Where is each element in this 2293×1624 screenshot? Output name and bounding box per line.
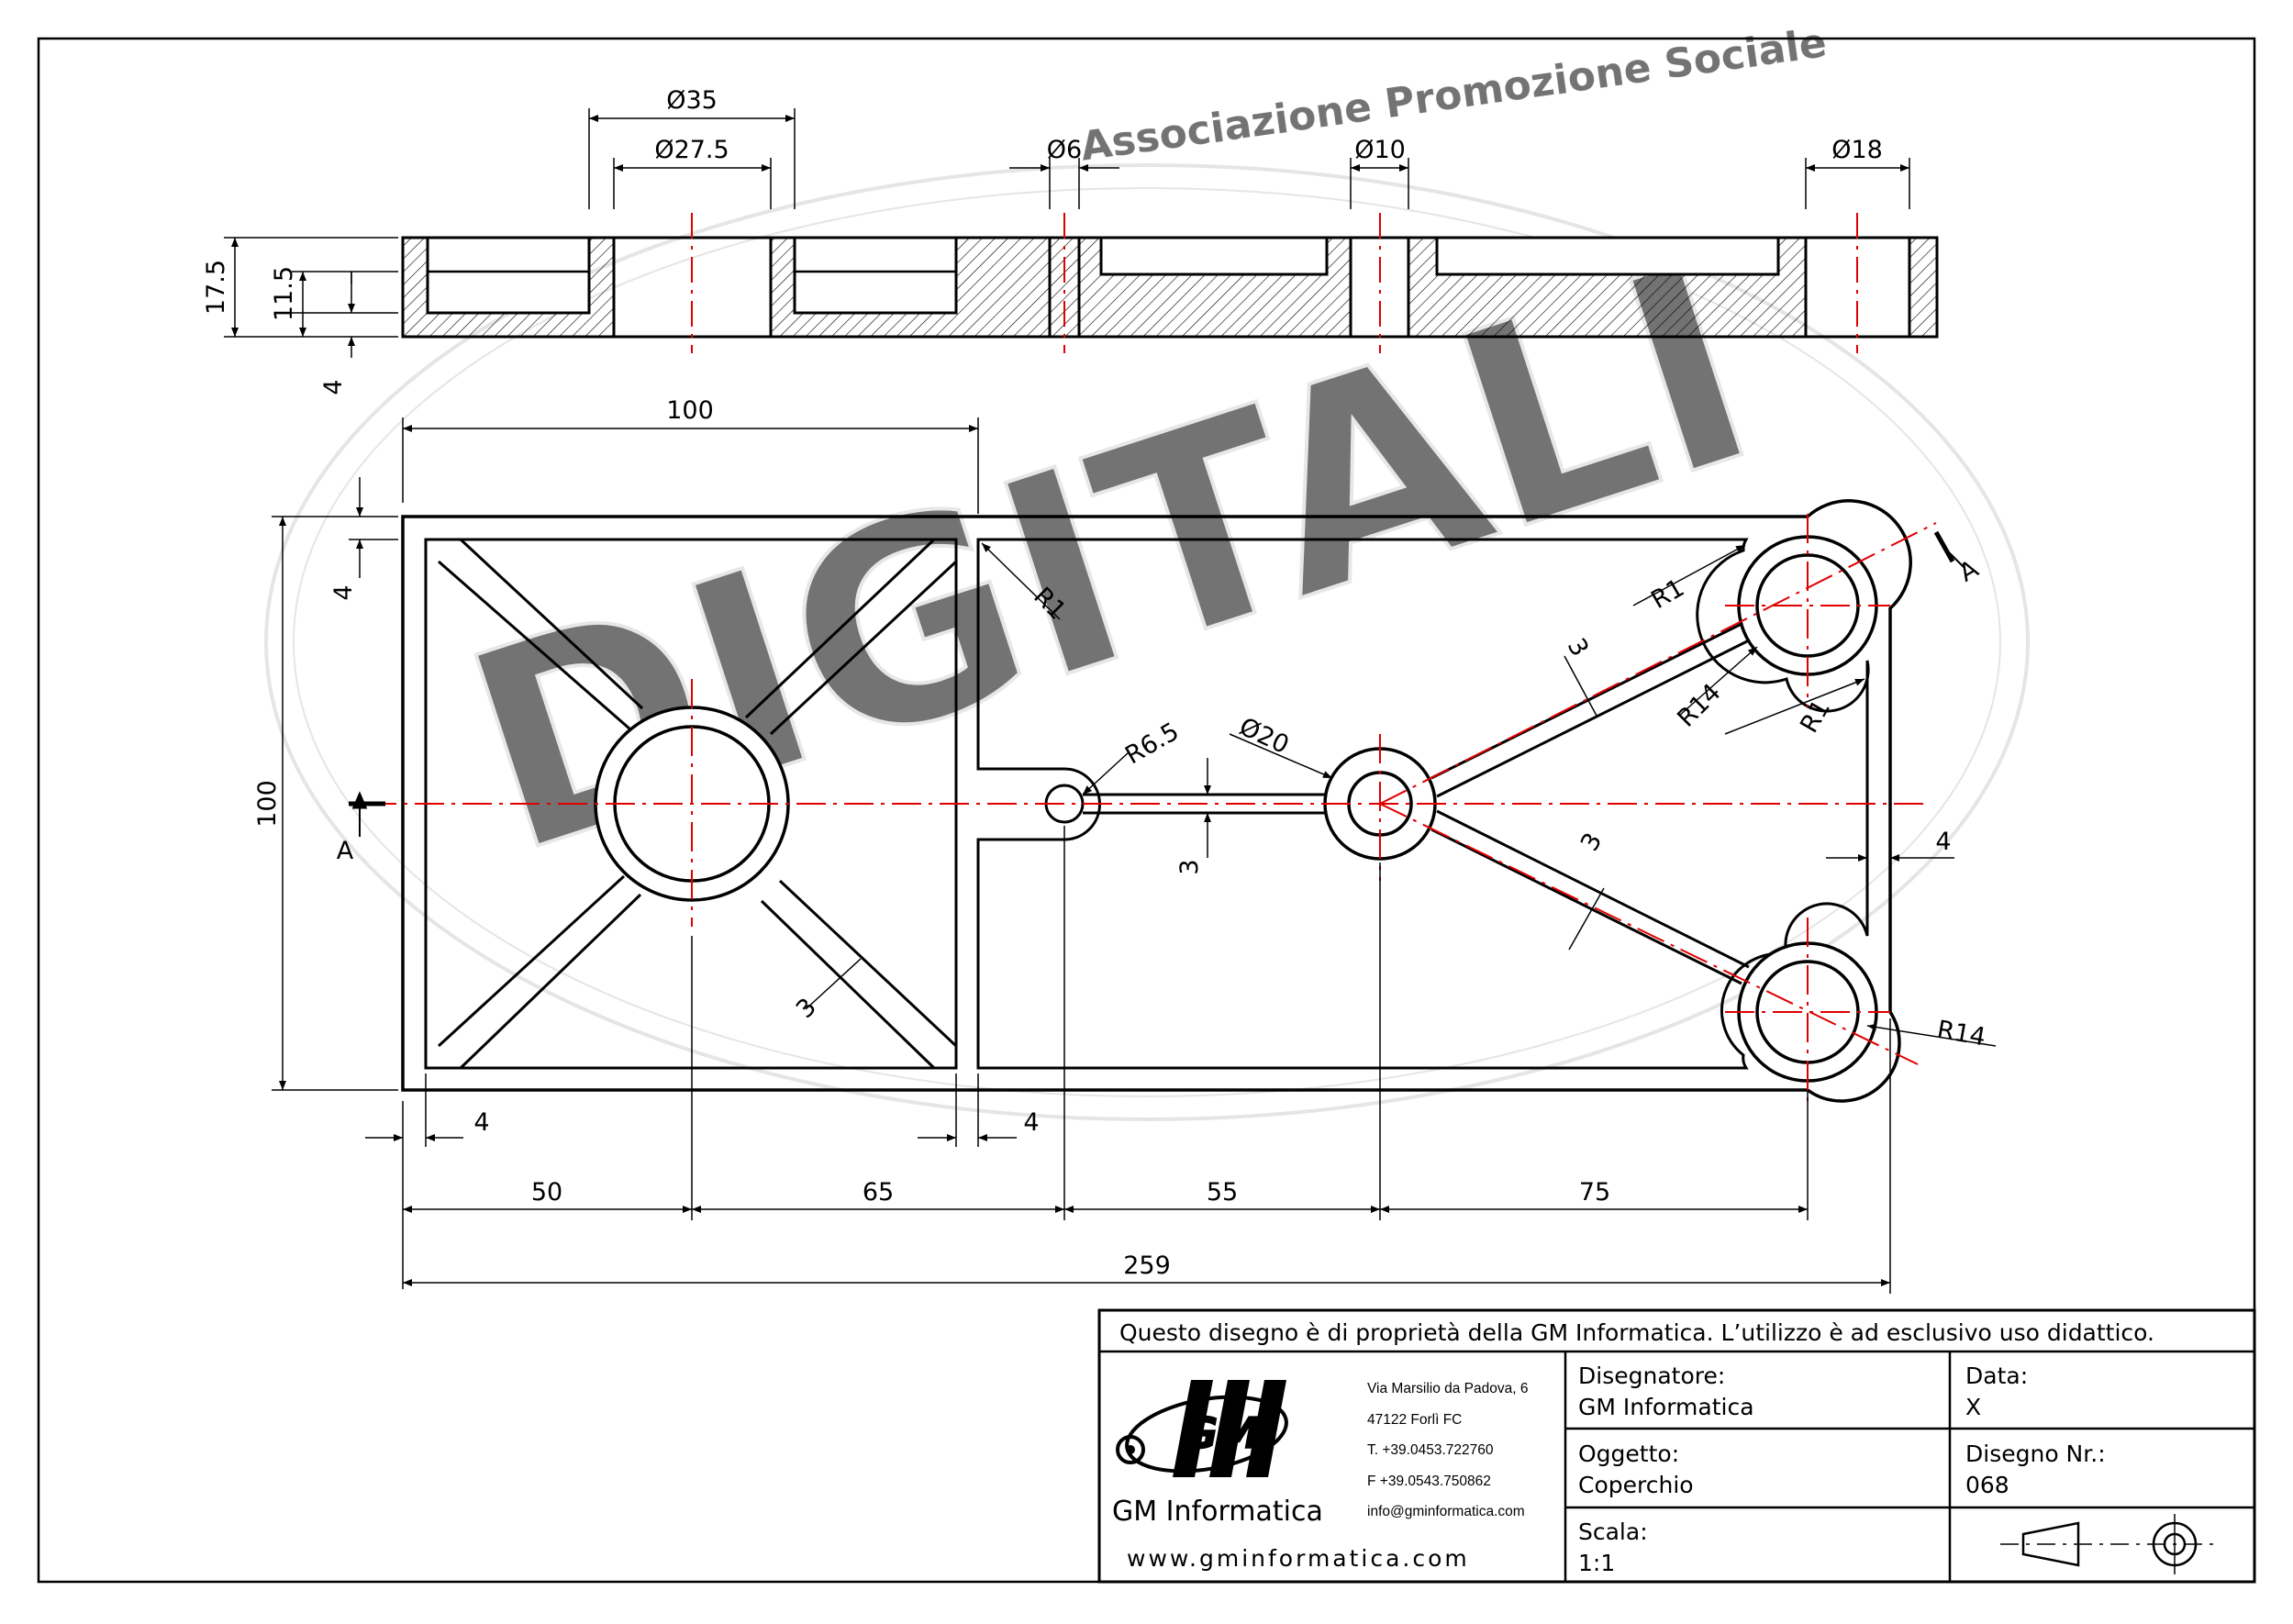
address-line-2: 47122 Forlì FC xyxy=(1367,1412,1462,1428)
dim-r1-b: R1 xyxy=(1646,573,1689,615)
dim-r6-5: R6.5 xyxy=(1120,717,1184,771)
outer-contour xyxy=(401,499,1912,1103)
logo-letters: GMI xyxy=(1184,1408,1276,1458)
date-value: X xyxy=(1965,1394,1981,1420)
dim-d35: Ø35 xyxy=(666,86,718,115)
address-line-4: F +39.0543.750862 xyxy=(1367,1474,1491,1489)
dim-d55: 55 xyxy=(1207,1178,1238,1207)
dim-d27-5: Ø27.5 xyxy=(654,136,729,164)
dim-w100: 100 xyxy=(666,396,714,425)
section-label-a-right: A xyxy=(1954,554,1984,587)
designer-value: GM Informatica xyxy=(1578,1394,1754,1420)
dim-t4-left: 4 xyxy=(473,1108,489,1137)
drawing-no-label: Disegno Nr.: xyxy=(1965,1440,2106,1467)
dim-d65: 65 xyxy=(863,1178,894,1207)
section-label-a-left: A xyxy=(337,837,354,865)
company-name: GM Informatica xyxy=(1112,1496,1323,1528)
object-value: Coperchio xyxy=(1578,1472,1694,1498)
dim-r14-a: R14 xyxy=(1672,678,1726,732)
dim-rib3-a: 3 xyxy=(1175,859,1204,874)
plan-dimension-lines xyxy=(272,417,1997,1294)
address-line-1: Via Marsilio da Padova, 6 xyxy=(1367,1381,1528,1396)
dim-t4-right: 4 xyxy=(1935,828,1951,856)
dim-t4-top: 4 xyxy=(329,584,358,600)
boss-r14-bottom xyxy=(1737,941,1878,1083)
watermark-oval-outer xyxy=(264,163,2030,1121)
date-label: Data: xyxy=(1965,1363,2028,1389)
section-pocket-2 xyxy=(793,236,958,315)
dim-d75: 75 xyxy=(1579,1178,1610,1207)
dim-rib3-c: 3 xyxy=(1562,634,1594,662)
dim-rib3-b: 3 xyxy=(791,993,822,1024)
plan-centerlines xyxy=(367,514,1937,1106)
section-pocket-4 xyxy=(1435,236,1780,276)
section-centerlines xyxy=(691,213,1858,353)
dim-h4: 4 xyxy=(319,379,348,395)
dim-h17-5: 17.5 xyxy=(202,260,230,315)
dim-r14-b: R14 xyxy=(1935,1016,1988,1052)
dim-d18: Ø18 xyxy=(1831,136,1883,164)
scale-label: Scala: xyxy=(1578,1518,1648,1545)
company-website: www.gminformatica.com xyxy=(1127,1545,1470,1572)
drawing-no-value: 068 xyxy=(1965,1472,2009,1498)
dim-d259: 259 xyxy=(1123,1251,1171,1280)
dim-d20: Ø20 xyxy=(1235,712,1294,760)
object-label: Oggetto: xyxy=(1578,1440,1679,1467)
address-line-3: T. +39.0453.722760 xyxy=(1367,1442,1494,1458)
company-logo: GMI xyxy=(1116,1380,1288,1477)
scale-value: 1:1 xyxy=(1578,1550,1615,1576)
dim-h11-5: 11.5 xyxy=(270,266,298,321)
section-cut-marks xyxy=(349,530,1965,837)
dim-d6: Ø6 xyxy=(1047,136,1082,164)
dim-d10: Ø10 xyxy=(1354,136,1406,164)
title-notice: Questo disegno è di proprietà della GM I… xyxy=(1119,1319,2154,1346)
section-pocket-1 xyxy=(426,236,591,315)
designer-label: Disegnatore: xyxy=(1578,1363,1725,1389)
plan-view: 100 100 4 R1 R1 R1 R14 R14 R6.5 Ø20 3 3 … xyxy=(253,396,1997,1294)
diagonal-ribs xyxy=(437,538,958,1070)
title-block-frame xyxy=(1097,1308,2256,1584)
title-block: Questo disegno è di proprietà della GM I… xyxy=(1097,1308,2256,1584)
boss-r14-top xyxy=(1737,535,1878,676)
section-view: Ø35 Ø27.5 Ø6 Ø10 Ø18 17.5 11.5 4 xyxy=(202,86,1939,395)
section-pocket-3 xyxy=(1099,236,1329,276)
dim-rib3-d: 3 xyxy=(1575,829,1608,856)
projection-symbol-icon xyxy=(2000,1514,2221,1574)
dim-t4-mid: 4 xyxy=(1023,1108,1039,1137)
section-segment-6 xyxy=(1908,236,1939,339)
watermark-arc-text: Associazione Promozione Sociale xyxy=(1077,19,1829,171)
dim-h100: 100 xyxy=(253,780,282,828)
address-line-5: info@gminformatica.com xyxy=(1367,1504,1525,1519)
dim-d50: 50 xyxy=(531,1178,562,1207)
watermark-oval-inner xyxy=(293,187,2001,1097)
